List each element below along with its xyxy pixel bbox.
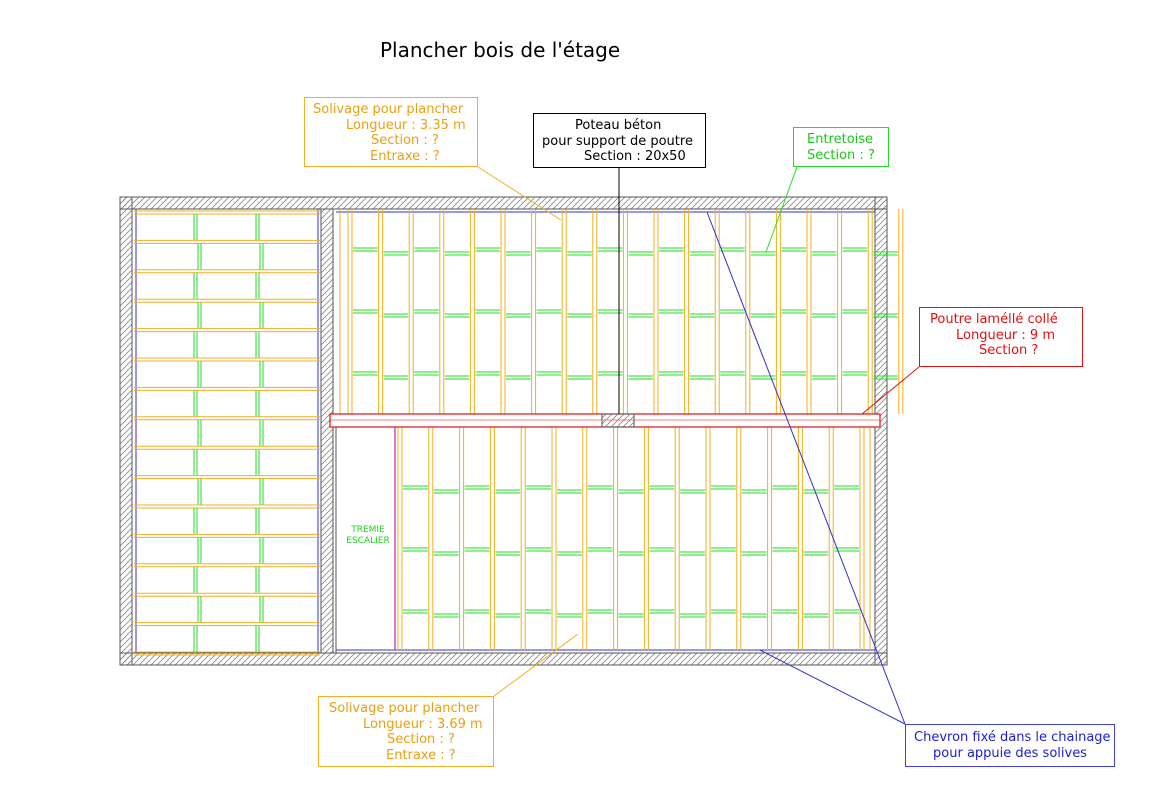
wall-hatching	[119, 196, 888, 666]
callout-entretoise: Entretoise Section : ?	[793, 127, 889, 167]
leader-solivage-bottom	[493, 633, 579, 697]
callout-line: Section : ?	[371, 133, 439, 148]
inner-outline	[131, 208, 876, 654]
wall-top	[119, 196, 888, 210]
callout-line: Poutre laméllé collé	[930, 312, 1058, 327]
callout-line: Solivage pour plancher	[329, 701, 480, 716]
callout-line: Entraxe : ?	[386, 747, 456, 763]
callout-line: Longueur : 9 m	[956, 327, 1055, 343]
leader-poutre	[861, 366, 920, 415]
leader-solivage-top	[477, 166, 562, 221]
wall-right	[874, 196, 888, 666]
wall-interior	[320, 208, 334, 654]
leader-lines	[477, 166, 920, 725]
callout-solivage-bottom: Solivage pour plancher Longueur : 3.69 m…	[318, 696, 494, 767]
glulam-beam	[329, 413, 881, 428]
callout-line: Longueur : 3.35 m	[346, 117, 466, 133]
concrete-post	[601, 413, 635, 428]
callout-poteau: Poteau béton pour support de poutre Sect…	[533, 113, 706, 168]
page-title: Plancher bois de l'étage	[380, 38, 621, 62]
tremie-line: TREMIE	[351, 525, 385, 535]
callout-line: Chevron fixé dans le chainage	[914, 730, 1111, 745]
callout-line: Poteau béton	[575, 118, 662, 133]
callout-line: Solivage pour plancher	[313, 102, 464, 117]
wall-left	[119, 196, 133, 666]
callout-line: Longueur : 3.69 m	[363, 716, 483, 732]
bottom-bay-joists	[335, 427, 875, 653]
leader-entretoise	[765, 166, 798, 253]
leader-chevron	[706, 211, 906, 725]
callout-line: Section ?	[979, 343, 1039, 358]
callout-line: pour appuie des solives	[933, 745, 1087, 761]
callout-chevron: Chevron fixé dans le chainage pour appui…	[905, 724, 1115, 767]
callout-poutre: Poutre laméllé collé Longueur : 9 m Sect…	[919, 307, 1083, 367]
callout-line: pour support de poutre	[542, 133, 693, 149]
callout-line: Section : ?	[387, 732, 455, 747]
callout-solivage-top: Solivage pour plancher Longueur : 3.35 m…	[304, 97, 478, 167]
tremie-line: ESCALIER	[346, 536, 390, 546]
leader-chevron	[759, 649, 906, 725]
left-room-joists	[134, 209, 320, 656]
callout-line: Section : ?	[807, 147, 875, 163]
callout-line: Section : 20x50	[584, 149, 686, 164]
callout-line: Entretoise	[807, 132, 874, 147]
callout-line: Entraxe : ?	[370, 148, 440, 164]
tremie-escalier-label: TREMIE ESCALIER	[340, 525, 396, 547]
